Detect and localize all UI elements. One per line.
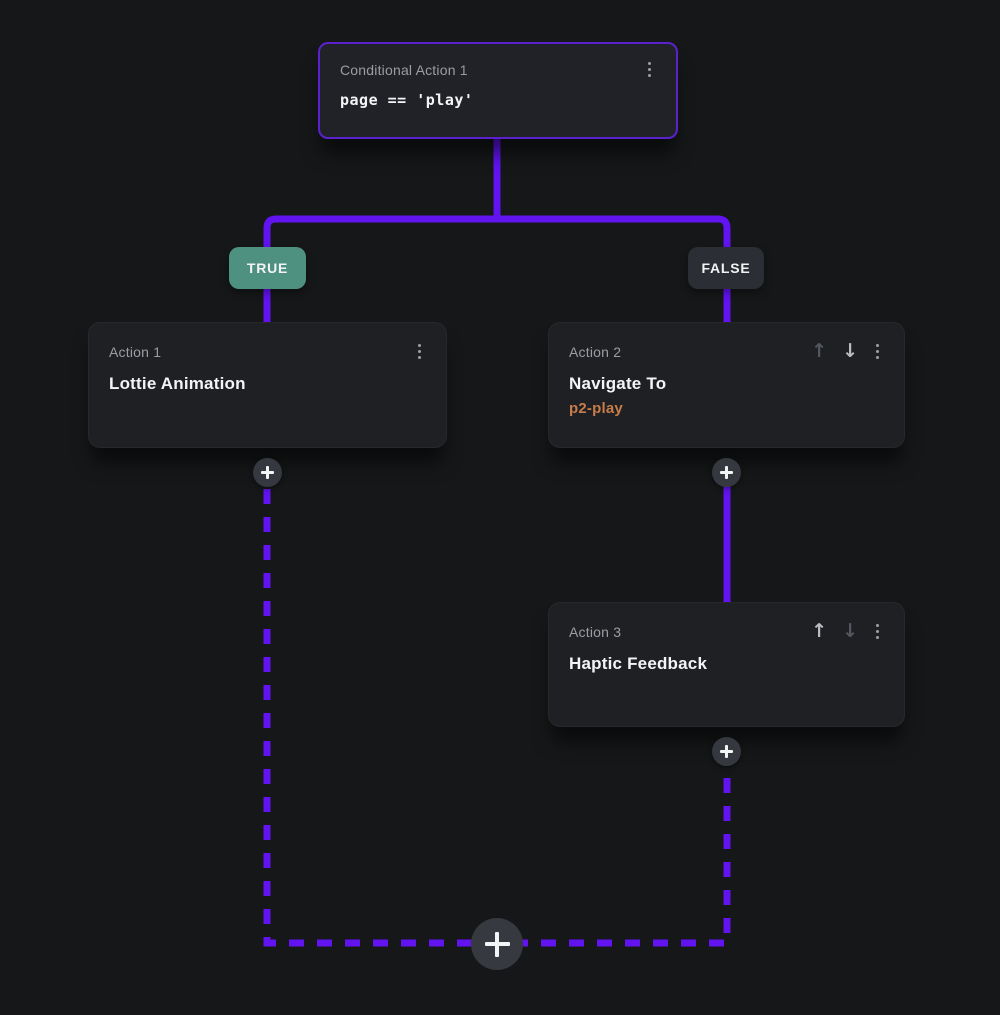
action-label: Action 3 [569, 623, 622, 640]
action-title: Lottie Animation [109, 374, 246, 393]
action-2-header: Action 2 ↑ ↓ [569, 342, 882, 361]
condition-expression: page == 'play' [340, 91, 474, 109]
action-1-header-icons [415, 342, 424, 361]
kebab-menu-icon[interactable] [415, 342, 424, 361]
move-up-icon: ↑ [811, 340, 828, 362]
add-action-button[interactable] [253, 458, 282, 487]
add-final-action-button[interactable] [471, 918, 523, 970]
action-2-header-icons: ↑ ↓ [811, 342, 882, 361]
action-label: Action 2 [569, 343, 622, 360]
kebab-menu-icon[interactable] [873, 342, 882, 361]
add-action-button[interactable] [712, 737, 741, 766]
true-branch-badge: TRUE [229, 247, 306, 289]
connector-branch-split [263, 215, 731, 323]
action-target: p2-play [569, 400, 623, 417]
add-action-button[interactable] [712, 458, 741, 487]
conditional-action-label: Conditional Action 1 [340, 61, 468, 78]
plus-icon [261, 466, 274, 479]
action-3-header: Action 3 ↑ ↓ [569, 622, 882, 641]
plus-icon [720, 466, 733, 479]
action-title: Navigate To [569, 374, 667, 393]
action-3-card[interactable]: Action 3 ↑ ↓ Haptic Feedback [548, 602, 905, 727]
kebab-menu-icon[interactable] [873, 622, 882, 641]
kebab-menu-icon[interactable] [645, 60, 654, 79]
action-label: Action 1 [109, 343, 162, 360]
plus-icon [484, 931, 510, 957]
plus-icon [720, 745, 733, 758]
action-1-header: Action 1 [109, 342, 424, 361]
action-3-header-icons: ↑ ↓ [811, 622, 882, 641]
action-2-card[interactable]: Action 2 ↑ ↓ Navigate To p2-play [548, 322, 905, 448]
move-down-icon: ↓ [842, 620, 858, 642]
conditional-action-card[interactable]: Conditional Action 1 page == 'play' [318, 42, 678, 139]
action-1-card[interactable]: Action 1 Lottie Animation [88, 322, 447, 448]
conditional-card-header: Conditional Action 1 [340, 60, 654, 79]
move-down-icon[interactable]: ↓ [842, 340, 858, 362]
false-branch-badge: FALSE [688, 247, 764, 289]
action-title: Haptic Feedback [569, 654, 708, 673]
move-up-icon[interactable]: ↑ [811, 620, 828, 642]
